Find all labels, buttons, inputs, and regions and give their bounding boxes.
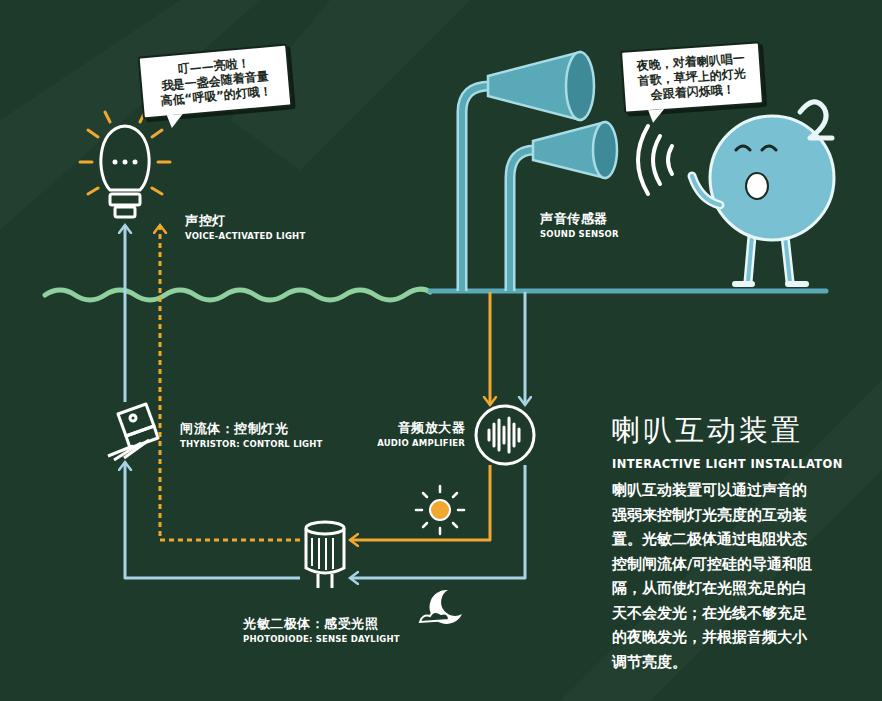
light-bulb — [80, 112, 170, 217]
photodiode-icon — [306, 522, 344, 588]
component-label: 音频放大器AUDIO AMPLIFIER — [377, 419, 465, 450]
signal-arrow — [489, 292, 492, 405]
speech-bubble: 夜晚，对着喇叭唱一 首歌，草坪上的灯光 会跟着闪烁哦！ — [620, 41, 764, 114]
component-label: 声控灯VOICE-ACTIVATED LIGHT — [185, 212, 305, 243]
thyristor: 闸流体：控制灯光THYRISTOR: CONTORL LIGHT — [100, 402, 150, 462]
component-label: 光敏二极体：感受光照PHOTODIODE: SENSE DAYLIGHT — [243, 615, 400, 646]
signal-arrow — [350, 465, 490, 540]
component-label: 声音传感器SOUND SENSOR — [540, 210, 619, 241]
thyristor-icon — [108, 404, 158, 460]
component-name: 光敏二极体：感受光照 — [243, 615, 400, 633]
signal-arrow — [350, 465, 525, 578]
photodiode: 光敏二极体：感受光照PHOTODIODE: SENSE DAYLIGHT — [300, 520, 350, 590]
component-name: 音频放大器 — [377, 419, 465, 437]
subtitle: INTERACTIVE LIGHT INSTALLATON — [612, 457, 843, 471]
component-name-en: AUDIO AMPLIFIER — [377, 437, 465, 450]
moon-icon — [420, 590, 462, 624]
bubble-text: 叮——亮啦！ 我是一盏会随着音量 高低“呼吸”的灯哦！ — [149, 54, 280, 110]
signal-arrow — [160, 225, 300, 540]
component-name-en: PHOTODIODE: SENSE DAYLIGHT — [243, 633, 400, 646]
sun-icon — [416, 486, 464, 534]
component-name: 声音传感器 — [540, 210, 619, 228]
sound-sensor-horns — [462, 52, 617, 291]
component-name-en: THYRISTOR: CONTORL LIGHT — [180, 438, 323, 451]
title: 喇叭互动装置 — [611, 412, 803, 448]
sound-sensor: 声音传感器SOUND SENSOR — [455, 50, 620, 292]
ground — [45, 289, 826, 300]
signal-arrow — [124, 225, 127, 402]
sound-waves — [638, 126, 672, 194]
audio-amplifier: 音频放大器AUDIO AMPLIFIER — [475, 405, 535, 465]
component-name: 声控灯 — [185, 212, 305, 230]
bubble-text: 夜晚，对着喇叭唱一 首歌，草坪上的灯光 会跟着闪烁哦！ — [632, 51, 753, 104]
description-text: 喇叭互动装置可以通过声音的 强弱来控制灯光亮度的互动装 置。光敏二极体通过电阻状… — [612, 478, 824, 674]
speech-bubble: 叮——亮啦！ 我是一盏会随着音量 高低“呼吸”的灯哦！ — [138, 44, 293, 120]
signal-arrow — [125, 462, 300, 578]
amplifier-icon — [476, 406, 534, 464]
singing-character — [692, 102, 834, 284]
signal-arrow — [524, 292, 527, 405]
voice-light: 声控灯VOICE-ACTIVATED LIGHT — [95, 126, 170, 225]
component-label: 闸流体：控制灯光THYRISTOR: CONTORL LIGHT — [180, 420, 323, 451]
component-name-en: SOUND SENSOR — [540, 228, 619, 241]
component-name-en: VOICE-ACTIVATED LIGHT — [185, 230, 305, 243]
component-name: 闸流体：控制灯光 — [180, 420, 323, 438]
